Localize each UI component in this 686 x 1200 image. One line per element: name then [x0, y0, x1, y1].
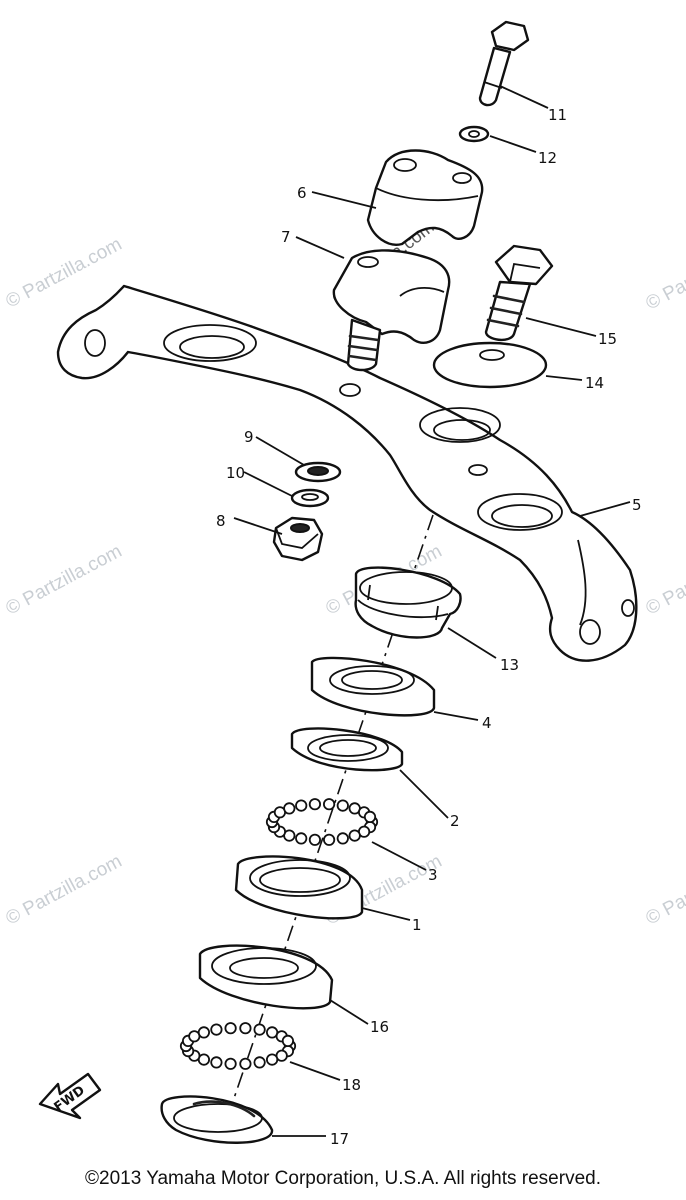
part-8-nut: [272, 516, 324, 562]
part-9-washer: [294, 461, 342, 483]
fwd-arrow-icon: FWD: [38, 1072, 102, 1120]
callout-4: 4: [482, 714, 492, 732]
part-13-ring-nut: [354, 566, 462, 639]
callout-10: 10: [226, 464, 245, 482]
part-3-ball: [322, 833, 336, 846]
part-10-lock-washer: [290, 488, 330, 508]
callout-9: 9: [244, 428, 254, 446]
part-14-washer: [432, 341, 548, 389]
part-18-ball: [224, 1057, 237, 1070]
part-18-ball: [281, 1034, 294, 1048]
part-3-ball: [295, 799, 308, 812]
part-5-upper-bracket: [56, 284, 638, 662]
callouts: 11 12 6 7 15 14 9 10 8 5 13 4 2 3 1 16 1…: [216, 106, 642, 1148]
watermark-3: © Partzilla.com: [2, 851, 125, 930]
callout-14: 14: [585, 374, 604, 392]
part-11-bolt: [478, 20, 530, 107]
callout-11: 11: [548, 106, 567, 124]
callout-18: 18: [342, 1076, 361, 1094]
part-18-ball: [253, 1023, 266, 1036]
callout-15: 15: [598, 330, 617, 348]
part-3-ball: [322, 798, 336, 811]
part-3-ball: [363, 810, 377, 824]
part-18-ball: [239, 1057, 252, 1070]
watermark-1: © Partzilla.com: [2, 234, 125, 313]
callout-8: 8: [216, 512, 226, 530]
part-3-ball: [308, 833, 321, 846]
part-3-ball: [348, 829, 361, 842]
callout-3: 3: [428, 866, 438, 884]
callout-17: 17: [330, 1130, 349, 1148]
part-18-ball: [197, 1026, 210, 1039]
part-18-ball: [239, 1022, 252, 1035]
part-7-lower-holder: [332, 249, 451, 372]
callout-5: 5: [632, 496, 642, 514]
part-18-ball: [224, 1022, 237, 1035]
watermark-6: © Partzilla.com: [642, 236, 686, 315]
part-3-balls: [265, 798, 379, 846]
part-18-ball: [253, 1056, 266, 1069]
part-18-ball: [210, 1056, 223, 1069]
callout-2: 2: [450, 812, 460, 830]
copyright-notice: ©2013 Yamaha Motor Corporation, U.S.A. A…: [85, 1168, 601, 1189]
part-18-ball: [265, 1053, 279, 1066]
callout-16: 16: [370, 1018, 389, 1036]
part-3-ball: [295, 832, 308, 845]
callout-7: 7: [281, 228, 291, 246]
watermark-2: © Partzilla.com: [2, 541, 125, 620]
watermark-7: © Partzilla.com: [642, 541, 686, 620]
part-16-race: [198, 944, 334, 1010]
part-6-upper-holder: [366, 149, 484, 246]
callout-6: 6: [297, 184, 307, 202]
part-17-seal: [160, 1095, 274, 1144]
part-3-ball: [283, 802, 296, 815]
part-3-ball: [336, 832, 349, 845]
part-18-balls: [179, 1022, 297, 1070]
callout-12: 12: [538, 149, 557, 167]
part-1-race: [234, 855, 364, 920]
part-15-bolt: [484, 244, 554, 342]
part-2-race: [290, 727, 404, 772]
part-3-ball: [336, 799, 349, 812]
part-12-washer: [458, 125, 490, 143]
part-4-cover: [310, 656, 436, 717]
callout-13: 13: [500, 656, 519, 674]
leader-lines: [233, 85, 631, 1137]
part-3-ball: [308, 798, 321, 811]
part-18-ball: [210, 1023, 223, 1036]
callout-1: 1: [412, 916, 422, 934]
watermark-8: © Partzilla.com: [642, 851, 686, 930]
